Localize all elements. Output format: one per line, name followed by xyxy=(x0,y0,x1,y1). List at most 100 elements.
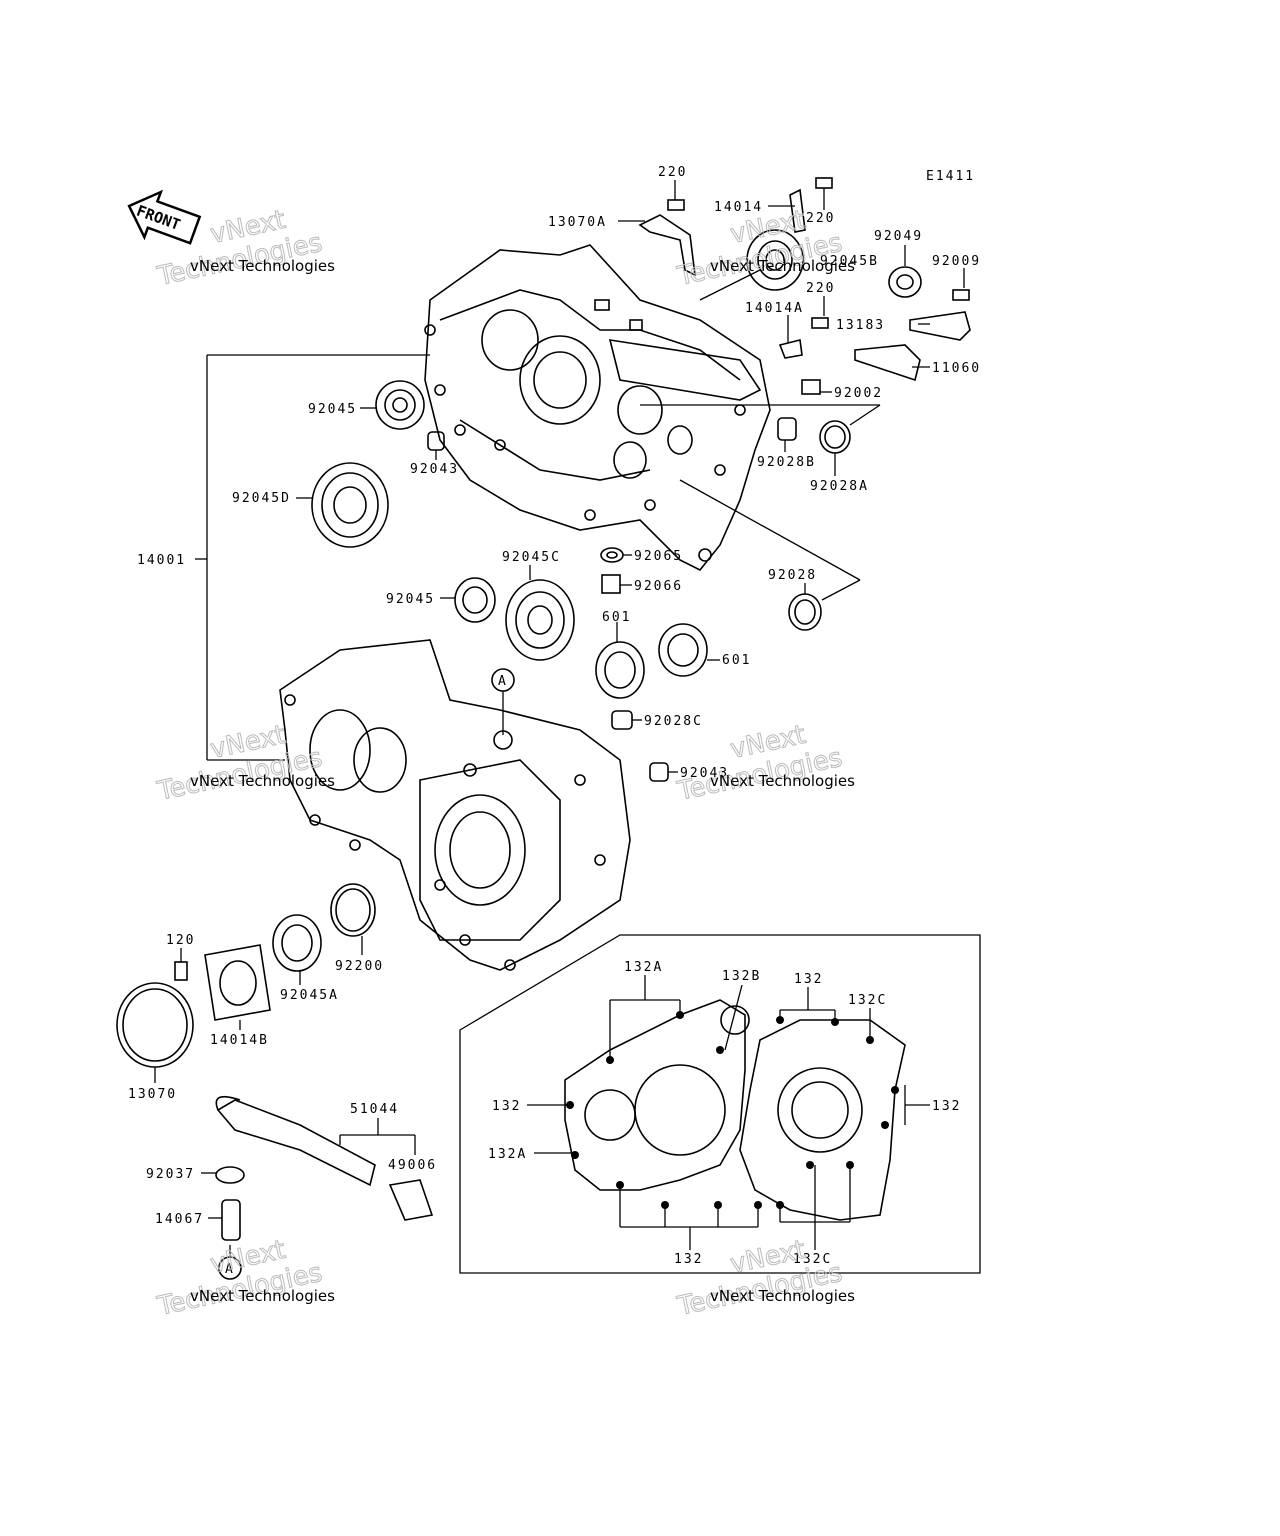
label-92043-lower: 92043 xyxy=(680,766,729,781)
watermark-bottomleft: Technologies vNext vNext Technologies xyxy=(154,1234,335,1322)
label-49006: 49006 xyxy=(388,1158,437,1173)
bearing-92045a xyxy=(272,914,322,972)
label-132-top: 132 xyxy=(794,972,823,987)
seal-92028 xyxy=(788,593,822,631)
label-92028b: 92028B xyxy=(757,455,816,470)
clamp-92037 xyxy=(215,1166,245,1184)
watermark-bottomright: Technologies vNext vNext Technologies xyxy=(674,1234,855,1322)
label-132c-top: 132C xyxy=(848,993,887,1008)
label-132-bottom: 132 xyxy=(674,1252,703,1267)
cap-49006 xyxy=(388,1179,434,1221)
seal-13070 xyxy=(116,982,194,1068)
label-601-a: 601 xyxy=(602,610,631,625)
svg-text:vNext Technologies: vNext Technologies xyxy=(710,257,855,275)
svg-text:vNext Technologies: vNext Technologies xyxy=(190,257,335,275)
svg-text:vNext Technologies: vNext Technologies xyxy=(710,1287,855,1305)
label-14067: 14067 xyxy=(155,1212,204,1227)
label-132a-top: 132A xyxy=(624,960,663,975)
callout-a-top: A xyxy=(491,668,515,735)
label-132c-bottom: 132C xyxy=(793,1252,832,1267)
label-13183: 13183 xyxy=(836,318,885,333)
bearing-92045b xyxy=(746,229,804,291)
label-92045b: 92045B xyxy=(820,254,879,269)
label-132-right: 132 xyxy=(932,1099,961,1114)
svg-text:vNext Technologies: vNext Technologies xyxy=(710,772,855,790)
label-14014a: 14014A xyxy=(745,301,804,316)
bearing-92045d xyxy=(311,462,389,548)
tube-14067 xyxy=(221,1199,241,1241)
hose-51044 xyxy=(215,1095,376,1187)
label-92043-upper: 92043 xyxy=(410,462,459,477)
bearing-92045-upper xyxy=(375,380,425,430)
label-92200: 92200 xyxy=(335,959,384,974)
label-92065: 92065 xyxy=(634,549,683,564)
seal-92049 xyxy=(888,266,922,298)
label-120: 120 xyxy=(166,933,195,948)
svg-text:vNext Technologies: vNext Technologies xyxy=(190,772,335,790)
svg-text:vNext Technologies: vNext Technologies xyxy=(190,1287,335,1305)
label-92009: 92009 xyxy=(932,254,981,269)
label-11060: 11060 xyxy=(932,361,981,376)
seal-92028a xyxy=(819,420,851,454)
label-601-b: 601 xyxy=(722,653,751,668)
label-92028: 92028 xyxy=(768,568,817,583)
label-92002: 92002 xyxy=(834,386,883,401)
label-14014: 14014 xyxy=(714,200,763,215)
bolt-220-c xyxy=(811,317,829,329)
plate-13183 xyxy=(909,311,971,341)
label-220-top: 220 xyxy=(658,165,687,180)
bearing-601-a xyxy=(595,641,645,699)
label-132b: 132B xyxy=(722,969,761,984)
plate-11060 xyxy=(854,344,921,382)
plate-14014a xyxy=(778,339,803,359)
plug-92066 xyxy=(601,574,621,594)
label-92028c: 92028C xyxy=(644,714,703,729)
svg-text:A: A xyxy=(498,674,508,689)
label-92066: 92066 xyxy=(634,579,683,594)
crankcase-right-half xyxy=(424,244,771,572)
plate-14014b xyxy=(204,944,271,1021)
label-220-b: 220 xyxy=(806,211,835,226)
label-92045a: 92045A xyxy=(280,988,339,1003)
bolt-220-top xyxy=(667,199,685,211)
label-92045-upper: 92045 xyxy=(308,402,357,417)
crankcase-left-half xyxy=(279,639,631,971)
bushing-92028c xyxy=(611,710,633,730)
bushing-92028b xyxy=(777,417,797,441)
inset-box xyxy=(459,934,981,1274)
bracket-13070a xyxy=(638,214,696,277)
plug-92002 xyxy=(801,379,821,395)
label-92028a: 92028A xyxy=(810,479,869,494)
label-132-left: 132 xyxy=(492,1099,521,1114)
label-14001: 14001 xyxy=(137,553,186,568)
dowel-92043-lower xyxy=(649,762,669,782)
callout-a-bottom: A xyxy=(218,1245,242,1280)
bearing-92045c xyxy=(505,579,575,661)
bearing-92045-lower xyxy=(454,577,496,623)
leader-lines xyxy=(154,180,965,1219)
label-92049: 92049 xyxy=(874,229,923,244)
label-92045c: 92045C xyxy=(502,550,561,565)
part-labels: 220 13070A 14014 220 92049 92045B 92009 … xyxy=(128,165,981,1267)
label-51044: 51044 xyxy=(350,1102,399,1117)
plate-14014 xyxy=(789,188,806,233)
label-220-c: 220 xyxy=(806,281,835,296)
bolt-92009 xyxy=(952,289,970,301)
label-13070: 13070 xyxy=(128,1087,177,1102)
washer-92065 xyxy=(600,547,624,563)
label-13070a: 13070A xyxy=(548,215,607,230)
diagram-code: E1411 xyxy=(926,169,975,184)
label-92037: 92037 xyxy=(146,1167,195,1182)
bearing-601-b xyxy=(658,623,708,677)
svg-text:A: A xyxy=(225,1262,235,1277)
bolt-120 xyxy=(174,961,188,981)
label-92045-lower: 92045 xyxy=(386,592,435,607)
front-arrow-icon: FRONT xyxy=(127,189,202,245)
label-132a-left: 132A xyxy=(488,1147,527,1162)
oring-92200 xyxy=(330,883,376,937)
bolt-220-b xyxy=(815,177,833,189)
label-92045d: 92045D xyxy=(232,491,291,506)
label-14014b: 14014B xyxy=(210,1033,269,1048)
